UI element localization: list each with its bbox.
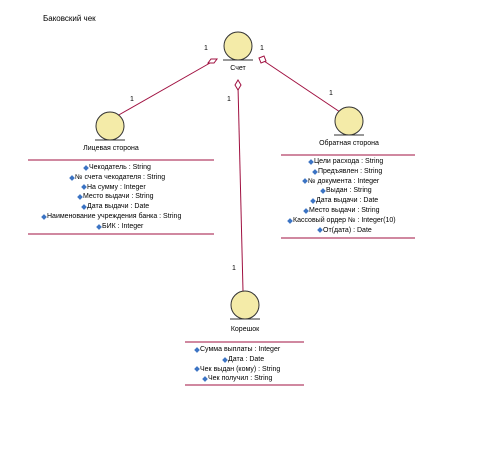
attribute-icon bbox=[81, 184, 87, 191]
entity-icon-back[interactable] bbox=[334, 106, 364, 136]
class-name-front[interactable]: Лицевая сторона bbox=[83, 145, 139, 152]
association-check-back[interactable] bbox=[260, 58, 341, 113]
attributes-front: Чекодатель : String № счета чекодателя :… bbox=[41, 163, 181, 232]
multiplicity-check-front-at-front: 1 bbox=[130, 96, 134, 103]
attribute-row[interactable]: От(дата) : Date bbox=[288, 226, 396, 236]
attribute-icon bbox=[96, 223, 102, 230]
attribute-row[interactable]: Наименование учреждения банка : String bbox=[41, 212, 181, 222]
attribute-row[interactable]: Дата : Date bbox=[195, 355, 280, 365]
class-name-stub[interactable]: Корешок bbox=[230, 326, 260, 333]
entity-icon-front[interactable] bbox=[95, 111, 125, 141]
attribute-row[interactable]: БИК : Integer bbox=[42, 222, 181, 232]
attribute-icon bbox=[222, 356, 228, 363]
attribute-row[interactable]: Место выдачи : String bbox=[42, 192, 181, 202]
attribute-row[interactable]: Цели расхода : String bbox=[288, 157, 396, 167]
diagram-title: Баковский чек bbox=[43, 14, 96, 23]
multiplicity-check-back-at-check: 1 bbox=[260, 45, 264, 52]
attribute-icon bbox=[303, 208, 309, 214]
multiplicity-check-back-at-back: 1 bbox=[329, 90, 333, 97]
attribute-icon bbox=[310, 198, 316, 204]
multiplicity-check-front-at-check: 1 bbox=[204, 45, 208, 52]
attribute-icon bbox=[202, 376, 208, 383]
association-check-front[interactable] bbox=[116, 58, 218, 117]
attribute-row[interactable]: Дата выдачи : Date bbox=[288, 196, 396, 206]
attribute-row[interactable]: № счета чекодателя : String bbox=[42, 173, 181, 183]
attributes-stub: Сумма выплаты : Integer Дата : Date Чек … bbox=[194, 345, 280, 384]
attribute-row[interactable]: Чек выдан (кому) : String bbox=[194, 365, 280, 375]
attribute-icon bbox=[41, 214, 47, 220]
attribute-icon bbox=[194, 347, 200, 353]
entity-icon-stub[interactable] bbox=[230, 290, 260, 320]
multiplicity-check-stub-at-stub: 1 bbox=[232, 265, 236, 272]
attribute-icon bbox=[308, 159, 314, 165]
attribute-row[interactable]: Дата выдачи : Date bbox=[42, 202, 181, 212]
attribute-row[interactable]: Чек получил : String bbox=[195, 374, 280, 384]
attribute-row[interactable]: Чекодатель : String bbox=[42, 163, 181, 173]
aggregation-diamond-stub bbox=[234, 79, 242, 91]
attribute-icon bbox=[312, 168, 318, 175]
class-name-check[interactable]: Счет bbox=[230, 65, 246, 72]
aggregation-diamond-front bbox=[207, 58, 218, 64]
attribute-icon bbox=[194, 366, 200, 373]
attribute-row[interactable]: Сумма выплаты : Integer bbox=[194, 345, 280, 355]
attribute-icon bbox=[83, 165, 89, 171]
attribute-icon bbox=[302, 178, 308, 185]
class-name-back[interactable]: Обратная сторона bbox=[319, 140, 379, 147]
attribute-row[interactable]: Кассовый ордер № : Integer(10) bbox=[287, 216, 396, 226]
attribute-row[interactable]: На сумму : Integer bbox=[42, 183, 181, 193]
aggregation-diamond-back bbox=[258, 55, 267, 64]
entity-icon-check[interactable] bbox=[223, 31, 253, 61]
attribute-icon bbox=[69, 174, 75, 181]
attribute-icon bbox=[320, 188, 326, 195]
attribute-icon bbox=[287, 217, 293, 224]
attribute-row[interactable]: Предъявлен : String bbox=[288, 167, 396, 177]
attribute-icon bbox=[81, 204, 87, 210]
attribute-row[interactable]: № документа : Integer bbox=[288, 177, 396, 187]
multiplicity-check-stub-at-check: 1 bbox=[227, 96, 231, 103]
association-check-stub[interactable] bbox=[237, 85, 244, 292]
attribute-icon bbox=[77, 194, 83, 201]
attribute-icon bbox=[317, 227, 323, 234]
attribute-row[interactable]: Выдан : String bbox=[288, 186, 396, 196]
attributes-back: Цели расхода : String Предъявлен : Strin… bbox=[287, 157, 396, 236]
attribute-row[interactable]: Место выдачи : String bbox=[288, 206, 396, 216]
